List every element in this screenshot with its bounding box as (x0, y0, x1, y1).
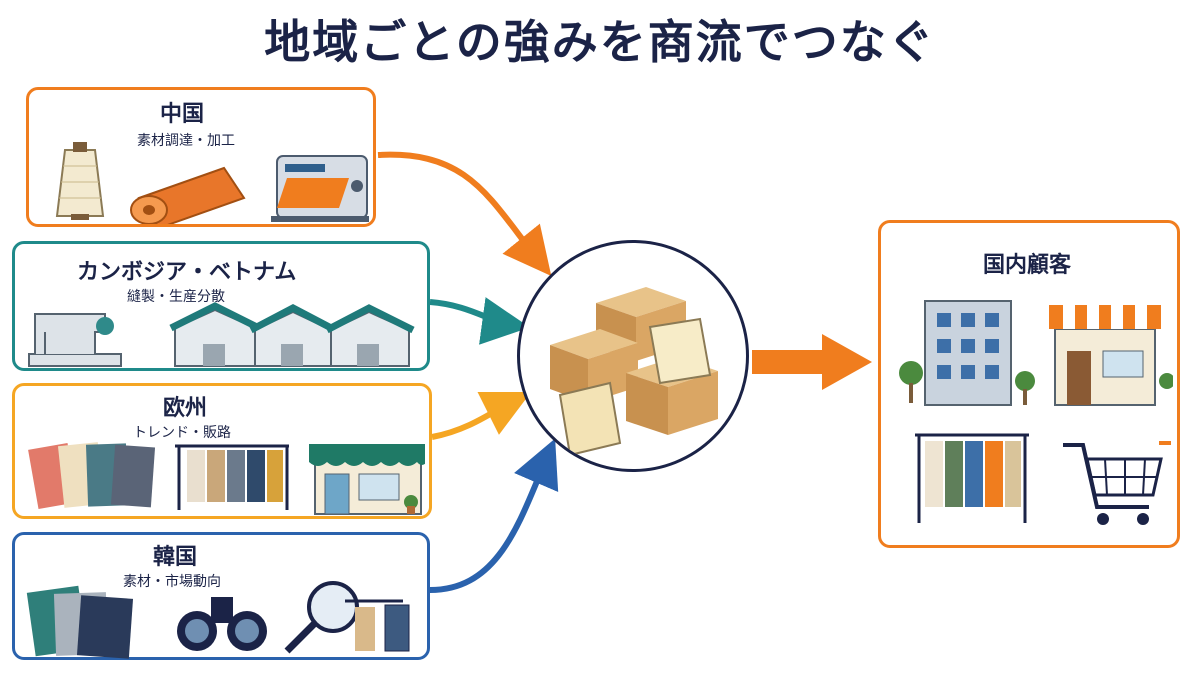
textile-machine-icon (271, 155, 369, 222)
binoculars-icon (177, 597, 267, 651)
shopping-cart-icon (1063, 441, 1171, 525)
region-box-china: 中国 素材調達・加工 (26, 87, 376, 227)
region-box-cambodia-vietnam: カンボジア・ベトナム 縫製・生産分散 (12, 241, 430, 371)
cardboard-boxes-icon (550, 287, 718, 457)
storefront-icon (309, 444, 425, 515)
office-building-icon (899, 300, 1035, 406)
region-box-europe: 欧州 トレンド・販路 (12, 383, 432, 519)
destination-box: 国内顧客 (878, 220, 1180, 548)
factory-buildings-icon (169, 302, 415, 367)
material-samples-icon (26, 585, 134, 659)
europe-illustration (28, 442, 425, 515)
clothing-rack-icon (915, 433, 1029, 523)
china-illustration (55, 142, 369, 224)
region-subtitle: 素材調達・加工 (137, 133, 235, 149)
shop-icon (1049, 305, 1173, 406)
region-subtitle: 縫製・生産分散 (127, 289, 225, 305)
destination-illustration (899, 300, 1173, 525)
yarn-cone-icon (55, 142, 105, 220)
region-subtitle: トレンド・販路 (133, 425, 231, 441)
magnifier-clothing-icon (284, 581, 410, 654)
korea-arrow (429, 438, 559, 593)
region-name: 中国 (160, 102, 205, 127)
fabric-swatches-icon (28, 442, 156, 510)
hub-circle (517, 240, 749, 472)
region-name: 欧州 (163, 396, 208, 421)
destination-name: 国内顧客 (983, 253, 1072, 278)
clothing-rack-icon (175, 444, 289, 510)
region-name: 韓国 (153, 545, 198, 570)
china-arrow (377, 151, 552, 277)
page-title: 地域ごとの強みを商流でつなぐ (264, 15, 936, 69)
hub-to-destination-arrow (752, 334, 872, 390)
region-box-korea: 韓国 素材・市場動向 (12, 532, 430, 660)
region-name: カンボジア・ベトナム (77, 260, 297, 285)
cambodia-vietnam-illustration (28, 302, 415, 367)
cambodia-vietnam-arrow (429, 297, 530, 345)
region-subtitle: 素材・市場動向 (123, 574, 221, 590)
sewing-machine-icon (28, 313, 122, 367)
korea-illustration (26, 581, 410, 659)
europe-arrow (431, 391, 532, 440)
fabric-roll-icon (130, 166, 246, 224)
